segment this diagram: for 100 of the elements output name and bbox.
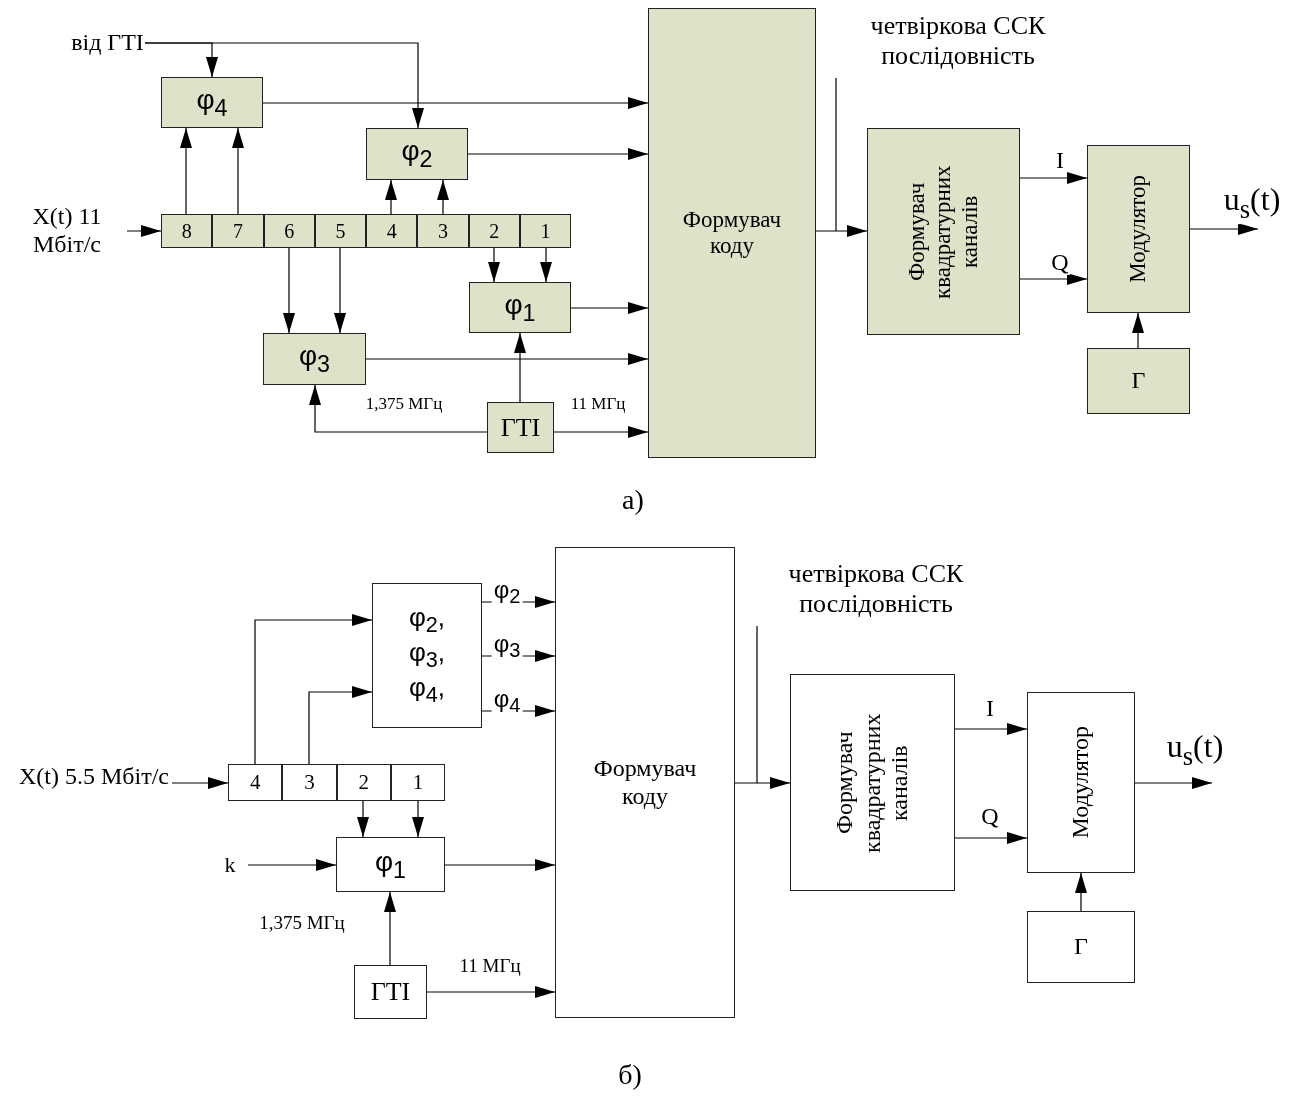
register-cell <box>366 214 418 248</box>
arrow <box>570 302 649 314</box>
block-label: φ$_{2}$, φ$_{3}$, φ$_{4}$, <box>407 602 447 709</box>
figure-caption: б) <box>618 1059 642 1091</box>
process-box <box>161 77 263 128</box>
register-cell <box>390 764 445 801</box>
arrow <box>144 42 424 129</box>
bit-number: 8 <box>181 219 192 243</box>
process-box <box>555 547 735 1018</box>
bit-number: 1 <box>412 770 424 795</box>
figure-caption: а) <box>622 484 644 516</box>
arrow <box>309 384 488 433</box>
arrow <box>1132 312 1144 349</box>
arrow <box>384 891 396 966</box>
register-cell <box>161 214 213 248</box>
block-label: φ$_{1}$ <box>504 288 536 327</box>
arrow <box>954 832 1028 844</box>
block-label: φ$_{2}$ <box>401 135 433 173</box>
block-label: Г <box>1131 367 1146 395</box>
process-box <box>1027 911 1135 983</box>
arrow <box>1019 273 1088 285</box>
process-box <box>1087 348 1190 414</box>
bit-number: 4 <box>249 770 261 795</box>
block-label: Формувач коду <box>681 206 783 260</box>
arrow <box>1189 223 1259 235</box>
bit-number: 2 <box>489 219 500 243</box>
arrow <box>1019 172 1088 184</box>
arrow <box>385 179 397 215</box>
bit-number: 7 <box>232 219 243 243</box>
block-label: Формувач коду <box>592 754 698 811</box>
arrow <box>540 247 552 283</box>
arrow <box>334 247 346 334</box>
arrow <box>467 148 649 160</box>
arrow <box>444 859 556 871</box>
arrow <box>247 859 337 871</box>
signal-label: четвіркова ССК послідовність <box>742 552 1010 626</box>
arrow <box>126 225 162 237</box>
block-label: Формувач квадратурних каналів <box>903 163 983 301</box>
arrow <box>283 247 295 334</box>
block-label: Модулятор <box>1067 726 1095 839</box>
process-box <box>372 583 482 728</box>
arrow <box>437 179 449 215</box>
block-label: φ$_{4}$ <box>196 83 228 122</box>
process-box <box>469 282 571 333</box>
register-cell <box>417 214 469 248</box>
process-box <box>1087 145 1190 313</box>
bit-number: 6 <box>284 219 295 243</box>
register-cell <box>282 764 337 801</box>
arrow <box>412 800 424 838</box>
signal-label: k <box>212 850 248 880</box>
process-box <box>1027 692 1135 873</box>
arrow <box>357 800 369 838</box>
arrow <box>815 225 868 237</box>
process-box <box>263 333 366 385</box>
register-cell <box>263 214 315 248</box>
arrow <box>553 426 649 438</box>
signal-label: X(t) 11 Мбіт/с <box>6 200 128 262</box>
register-cell <box>212 214 264 248</box>
signal-label: X(t) 5.5 Мбіт/с <box>16 745 172 809</box>
bit-number: 3 <box>437 219 448 243</box>
block-label: ГТІ <box>500 412 541 443</box>
arrow <box>488 247 500 283</box>
arrow <box>365 353 649 365</box>
process-box <box>790 674 955 891</box>
register-cell <box>314 214 366 248</box>
arrow <box>254 614 373 765</box>
process-box <box>336 837 445 892</box>
arrow <box>262 97 649 109</box>
process-box <box>487 402 554 453</box>
register-cell <box>228 764 283 801</box>
process-box <box>366 128 468 180</box>
signal-label: від ГТІ <box>70 8 145 78</box>
register-cell <box>519 214 571 248</box>
arrow <box>734 777 791 789</box>
block-label: Модулятор <box>1125 175 1152 283</box>
block-label: Формувач квадратурних каналів <box>831 711 914 855</box>
signal-label: четвіркова ССК послідовність <box>816 4 1100 78</box>
bit-number: 5 <box>335 219 346 243</box>
block-label: φ$_{1}$ <box>374 845 407 884</box>
arrow <box>232 127 244 215</box>
process-box <box>867 128 1020 335</box>
register-cell <box>468 214 520 248</box>
bit-number: 1 <box>540 219 551 243</box>
block-label: ГТІ <box>370 977 411 1007</box>
process-box <box>354 965 427 1019</box>
leader-line <box>835 77 837 232</box>
arrow <box>426 986 556 998</box>
arrow <box>1134 777 1213 789</box>
bit-number: 4 <box>386 219 397 243</box>
arrow <box>308 686 373 765</box>
register-cell <box>336 764 391 801</box>
arrow <box>171 777 229 789</box>
block-label: φ$_{3}$ <box>298 340 331 378</box>
process-box <box>648 8 816 458</box>
bit-number: 3 <box>304 770 315 795</box>
bit-number: 2 <box>358 770 369 795</box>
arrow <box>954 723 1028 735</box>
block-label: Г <box>1074 933 1088 961</box>
arrow <box>1075 872 1087 912</box>
arrow <box>514 332 526 403</box>
